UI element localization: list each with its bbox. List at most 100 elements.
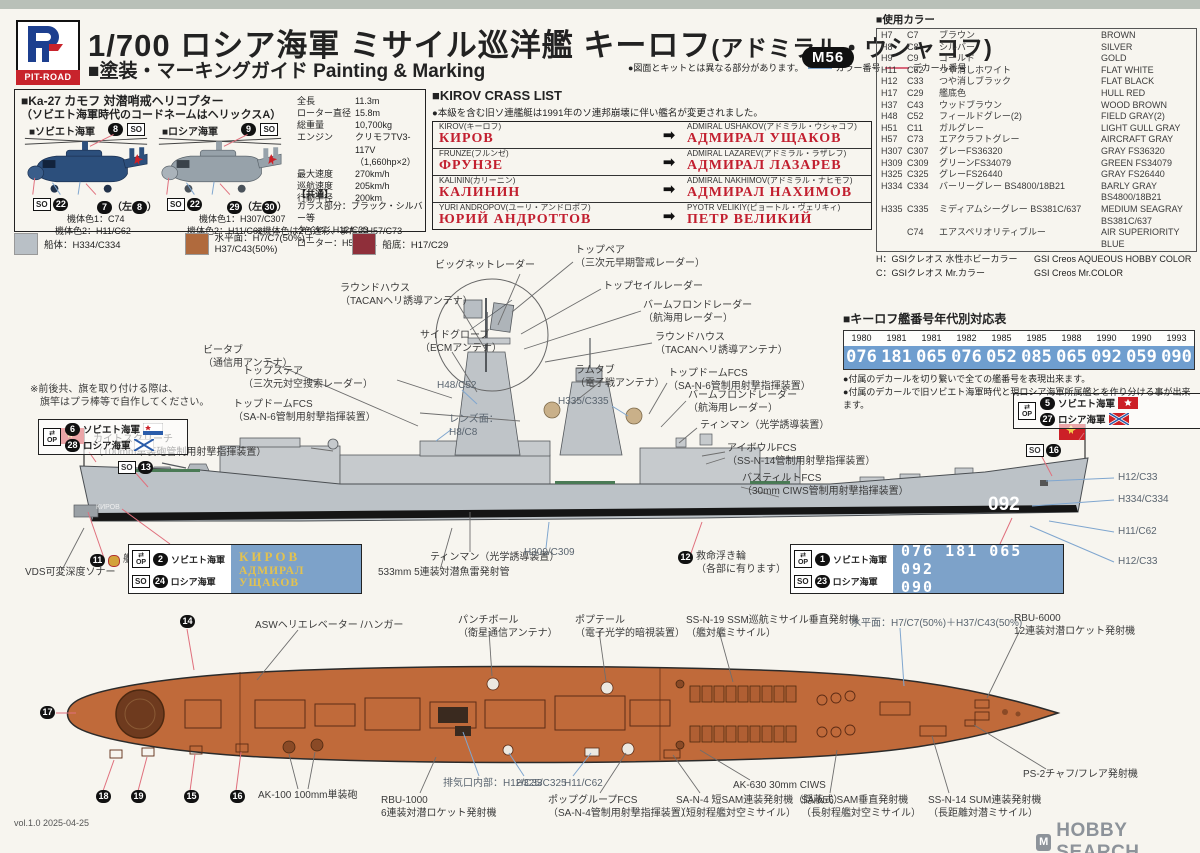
stern-name-text: КИРОВ (96, 504, 120, 511)
spec-value: 270km/h (355, 168, 390, 179)
spec-value: 205km/h (355, 180, 390, 191)
paint-legend: 船体：H334/C334 水平面：H7/C7(50%)＋ H37/C43(50%… (14, 233, 474, 256)
kirov-list-table: KIROV(キーロフ)КИРОВ ➡ ADMIRAL USHAKOV(アドミラル… (432, 121, 872, 230)
color-row: H325 C325 グレーFS26440 GRAY FS26440 (877, 169, 1196, 181)
number-line-2: 090 (901, 578, 935, 596)
kirov-list-row: KIROV(キーロフ)КИРОВ ➡ ADMIRAL USHAKOV(アドミラル… (433, 122, 871, 148)
color-name-en: GRAY FS36320 (1101, 145, 1165, 156)
emblem-icon (108, 554, 120, 567)
color-name-jp: ミディアムシーグレー BS381C/637 (939, 203, 1082, 214)
old-name-en: KALININ(カリーニン) (439, 176, 516, 186)
so13-badge: SO 13 (118, 461, 154, 475)
hull-number-notes: ●付属のデカールを切り繋いで全ての艦番号を表現出来ます。 ●付属のデカールで旧ソ… (843, 373, 1195, 412)
so-badge: SO (132, 574, 150, 588)
so-badge: SO (260, 123, 279, 137)
soviet-jack-icon (1118, 397, 1139, 409)
ka27-soviet-label: ■ソビエト海軍 (29, 127, 96, 138)
decal-num-icon: 7 (97, 200, 112, 214)
color-row: H51 C11 ガルグレー LIGHT GULL GRAY (877, 123, 1196, 135)
color-name-en: GREEN FS34079 (1101, 157, 1173, 168)
old-name-ru: КИРОВ (439, 131, 494, 147)
ka27-soviet-color1: 機体色1：C74 (67, 214, 125, 224)
footnote-left: H：GSIクレオス 水性ホビーカラー (876, 254, 1018, 265)
year-cell: 1981 (921, 333, 942, 343)
ka27-russian-note: ※機体色は2色迷彩、またはH57/C73 (255, 226, 403, 236)
spec-label: 総重量 (297, 120, 325, 131)
kirov-list-row: FRUNZE(フルンゼ)ФРУНЗЕ ➡ ADMIRAL LAZAREV(アドミ… (433, 148, 871, 175)
color-c-code: C73 (907, 134, 924, 145)
op-icon: ⇄OP (794, 550, 812, 569)
decal-num-icon: 22 (53, 198, 69, 211)
callout-bass-tilt: バスティルトFCS （30mm CIWS管制用射撃指揮装置） (742, 473, 909, 497)
navy-label: ソビエト海軍 (83, 425, 141, 436)
common-line: タイヤ：H12/C33 (297, 225, 369, 236)
callout-exhaust: 排気口内部：H12/C33 (443, 778, 543, 789)
st-andrew-ensign-icon (133, 439, 154, 451)
callout-tin-man-2: ティンマン（光学誘導装置） (430, 552, 560, 563)
callout-h325: H325/C325 (516, 778, 567, 789)
color-h-code: H309 (881, 157, 903, 168)
color-name-jp: フィールドグレー(2) (939, 111, 1022, 122)
callout-pop-group: ポップグループFCS （SA-N-4管制用射撃指揮装置） (548, 795, 691, 819)
arrow-icon: ➡ (662, 208, 676, 225)
note-2: ●付属のデカールで旧ソビエト海軍時代と現ロシア海軍所属艦とを作り分ける事が出来ま… (843, 387, 1191, 411)
new-name-en: ADMIRAL USHAKOV(アドミラル・ウシャコフ) (687, 122, 857, 132)
decal-num-icon: 13 (138, 461, 154, 474)
kirov-list-note: ●本級を含む旧ソ連艦艇は1991年のソ連邦崩壊に伴い艦名が変更されました。 (432, 108, 763, 119)
callout-h12-a: H12/C33 (1118, 472, 1158, 483)
lifebuoy-label: 救命浮き輪 （各部に有ります） (696, 551, 786, 575)
decal-num-icon: 6 (65, 422, 80, 436)
hull-label: 船体：H334/C334 (44, 240, 121, 251)
footnote-left: C：GSIクレオス Mr.カラー (876, 267, 986, 278)
navy-label: ロシア海軍 (83, 441, 131, 452)
kirov-name: КИРОВ (239, 549, 301, 564)
pit-road-brand: PIT-ROAD (16, 70, 80, 85)
decal-num-icon: 11 (90, 554, 105, 567)
color-name-jp: グレーFS26440 (939, 169, 1003, 180)
old-name-en: KIROV(キーロフ) (439, 122, 502, 132)
color-c-code: C33 (907, 76, 924, 87)
color-c-code: C334 (907, 180, 929, 191)
color-c-code: C7 (907, 30, 919, 40)
color-name-jp: バーリーグレー BS4800/18B21 (939, 180, 1066, 191)
decal-num-icon: 17 (40, 706, 55, 719)
flagstaff-note: ※前後共、旗を取り付ける際は、 旗竿はプラ棒等で自作してください。 (30, 384, 210, 408)
color-name-jp: シルバー (939, 41, 976, 52)
op-text: OP (135, 559, 147, 567)
ka27-common: 【共通】 ガラス部分：ブラック・シルバー等 タイヤ：H12/C33 ローター：H… (297, 188, 423, 249)
year-cell: 1980 (851, 333, 872, 343)
decal-num-icon: 24 (152, 574, 168, 588)
year-cell: 1982 (956, 333, 977, 343)
op-arrows: ⇄ (49, 430, 55, 437)
title-main: 1/700 ロシア海軍 ミサイル巡洋艦 キーロフ (88, 28, 712, 63)
color-c-code: C8 (907, 41, 919, 52)
new-name-en: PYOTR VELIKIY(ピョートル・ヴェリキィ) (687, 203, 841, 213)
deck-num-15: 15 (184, 790, 199, 804)
hull-number-table-title: ■キーロフ艦番号年代別対応表 (843, 312, 1007, 326)
deck-num-16: 16 (230, 790, 245, 804)
deck-num-14: 14 (180, 615, 195, 629)
callout-h11: H11/C62 (1118, 526, 1157, 537)
decal-num-icon: 5 (1040, 396, 1055, 410)
spec-value: クリモフTV3-117V (355, 132, 411, 155)
decal-num-icon: 8 (108, 123, 123, 137)
mark-pre: （左 (112, 202, 132, 213)
callout-round-house-left: ラウンドハウス （TACANヘリ誘導アンテナ） (340, 283, 473, 307)
callout-san4: SA-N-4 短SAM連装発射機（隠蔽式） （短射程艦対空ミサイル） (676, 795, 844, 819)
color-name-en: GRAY FS26440 (1101, 169, 1165, 180)
pit-road-monogram-icon (28, 26, 63, 62)
page-title: 1/700 ロシア海軍 ミサイル巡洋艦 キーロフ(アドミラル・ウシャコフ) (88, 20, 993, 65)
callout-h334: H334/C334 (1118, 494, 1169, 505)
version-text: vol.1.0 2025-04-25 (14, 818, 90, 828)
old-name: KIROV(キーロフ)КИРОВ (433, 122, 655, 147)
new-name-ru: АДМИРАЛ ЛАЗАРЕВ (687, 158, 842, 174)
year-cell: 1993 (1166, 333, 1187, 343)
color-name-en: BROWN (1101, 30, 1136, 40)
number-cell: 059 (1126, 347, 1157, 367)
deck-num-18: 18 (96, 790, 111, 804)
callout-horizontal-color: 水平面：H7/C7(50%)＋H37/C43(50%) (851, 618, 1023, 629)
